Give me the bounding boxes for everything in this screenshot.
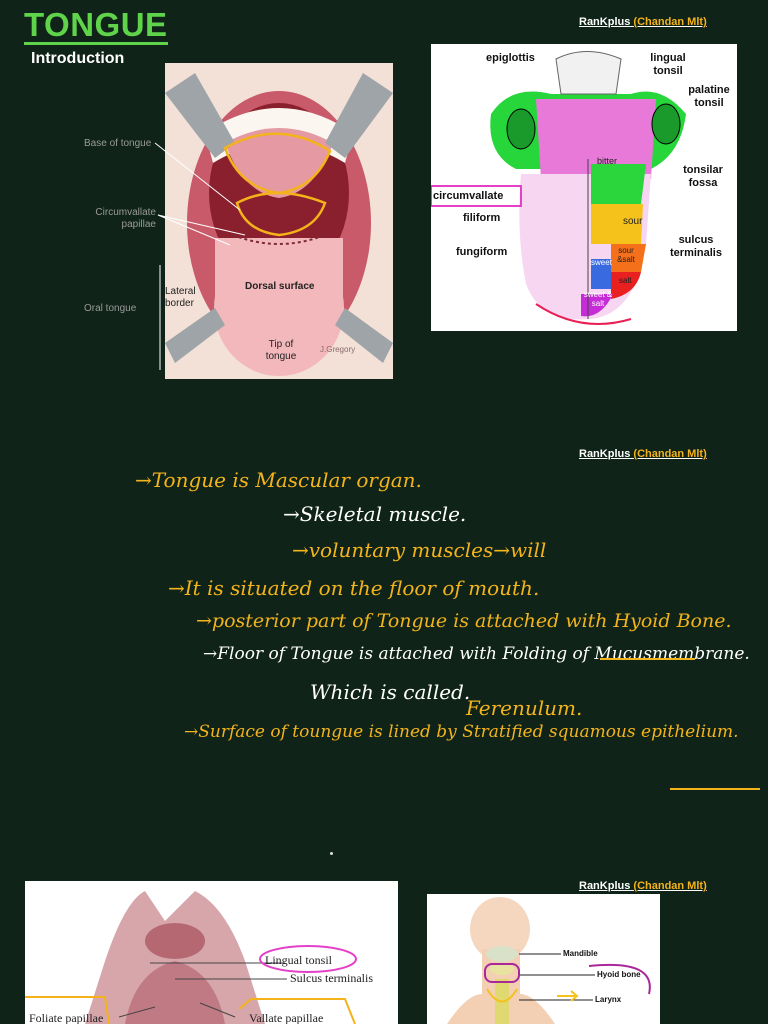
note-line: →Skeletal muscle. bbox=[283, 502, 467, 526]
fig1-label-base: Base of tongue bbox=[84, 138, 152, 149]
fig2-taste-sweet: sweet bbox=[591, 258, 612, 267]
fig1-label-oral: Oral tongue bbox=[84, 303, 137, 314]
credit-bottom: RanKplus (Chandan Mlt) bbox=[579, 880, 707, 892]
fig3-label-lingual: Lingual tonsil bbox=[265, 953, 332, 967]
note-line: →It is situated on the floor of mouth. bbox=[168, 576, 540, 600]
fig2-taste-salt: salt bbox=[619, 276, 632, 285]
fig2-label-circumvallate: circumvallate bbox=[433, 190, 504, 202]
fig4-label-mandible: Mandible bbox=[563, 949, 598, 958]
note-line: →voluntary muscles→will bbox=[292, 538, 547, 562]
fig1-leader-lines bbox=[154, 142, 246, 370]
fig2-taste-sour-salt: sour &salt bbox=[617, 246, 635, 264]
note-line: →Tongue is Mascular organ. bbox=[135, 468, 422, 492]
credit-author: (Chandan Mlt) bbox=[633, 16, 707, 28]
figure-taste-map: epiglottis lingual tonsil palatine tonsi… bbox=[431, 44, 737, 331]
stray-dot bbox=[330, 852, 333, 855]
fig1-signature: J.Gregory bbox=[320, 345, 356, 354]
fig2-taste-sweet-salt: sweet & salt bbox=[583, 290, 613, 308]
fig2-label-filiform: filiform bbox=[463, 212, 501, 224]
credit-brand: RanKplus bbox=[579, 880, 631, 892]
fig1-label-circumvallate: Circumvallate papillae bbox=[95, 207, 156, 230]
credit-brand: RanKplus bbox=[579, 16, 631, 28]
figure-hyoid: Mandible Hyoid bone Larynx bbox=[427, 894, 660, 1024]
fig1-label-tip: Tip of tongue bbox=[265, 339, 297, 362]
fig3-label-sulcus: Sulcus terminalis bbox=[290, 971, 373, 985]
note-line: →Surface of toungue is lined by Stratifi… bbox=[184, 722, 739, 742]
tongue-base-illustration bbox=[25, 891, 357, 1024]
note-underlines bbox=[600, 658, 760, 790]
fig2-label-palatine-tonsil: palatine tonsil bbox=[688, 84, 730, 109]
credit-author: (Chandan Mlt) bbox=[633, 880, 707, 892]
fig2-label-fungiform: fungiform bbox=[456, 246, 508, 258]
page-title: TONGUE bbox=[24, 6, 168, 45]
fig2-label-lingual-tonsil: lingual tonsil bbox=[650, 52, 686, 77]
fig2-taste-sour: sour bbox=[623, 216, 643, 227]
note-line: →posterior part of Tongue is attached wi… bbox=[196, 610, 732, 632]
figure-tongue-base: Lingual tonsil Sulcus terminalis Foliate… bbox=[25, 881, 398, 1024]
fig2-label-epiglottis: epiglottis bbox=[486, 52, 535, 64]
fig2-label-tonsilar-fossa: tonsilar fossa bbox=[683, 164, 723, 189]
credit-top: RanKplus (Chandan Mlt) bbox=[579, 16, 707, 28]
page-subtitle: Introduction bbox=[31, 50, 125, 67]
fig4-label-hyoid: Hyoid bone bbox=[597, 970, 641, 979]
fig1-label-dorsal: Dorsal surface bbox=[245, 281, 315, 292]
credit-middle: RanKplus (Chandan Mlt) bbox=[579, 448, 707, 460]
fig4-label-larynx: Larynx bbox=[595, 995, 622, 1004]
oral-cavity-illustration bbox=[165, 63, 393, 379]
fig3-label-vallate: Vallate papillae bbox=[249, 1011, 324, 1024]
fig2-label-sulcus: sulcus terminalis bbox=[670, 234, 722, 259]
taste-map-illustration bbox=[431, 51, 686, 325]
fig1-label-lateral: Lateral border bbox=[165, 286, 196, 309]
note-line: Which is called. bbox=[310, 680, 471, 704]
hyoid-illustration bbox=[447, 897, 651, 1024]
fig3-label-foliate: Foliate papillae bbox=[29, 1011, 104, 1024]
credit-brand: RanKplus bbox=[579, 448, 631, 460]
figure-oral-cavity: Dorsal surface Lateral border Tip of ton… bbox=[165, 63, 393, 379]
fig2-taste-bitter: bitter bbox=[597, 156, 618, 166]
note-line-highlight: Ferenulum. bbox=[466, 696, 583, 720]
credit-author: (Chandan Mlt) bbox=[633, 448, 707, 460]
